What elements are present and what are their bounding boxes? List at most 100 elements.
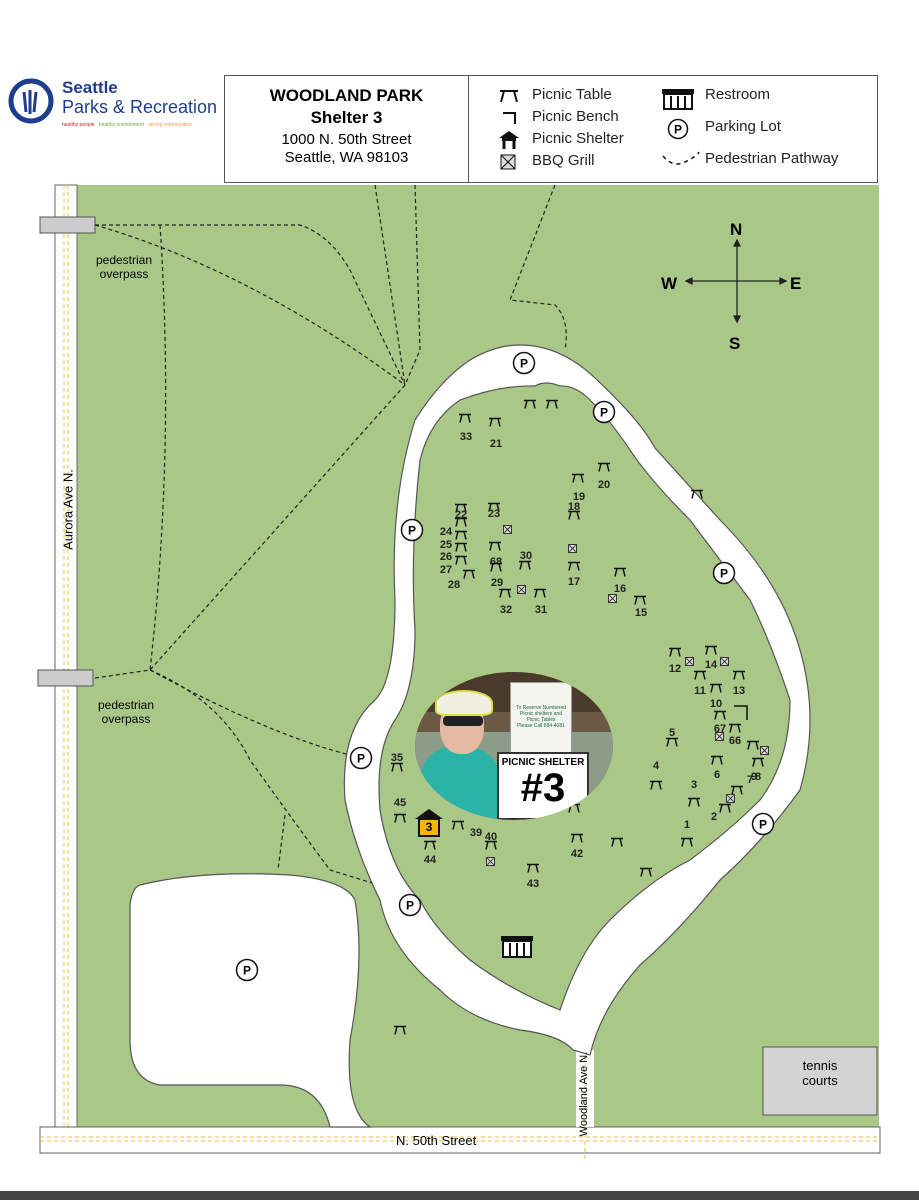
table-number-label: 7 bbox=[746, 774, 754, 786]
seattle-seal-icon bbox=[8, 78, 54, 124]
tagline-1: healthy people bbox=[62, 122, 95, 128]
picnic-table-icon[interactable] bbox=[489, 562, 503, 572]
notice-line-1: To Reserve Numbered bbox=[515, 705, 567, 711]
picnic-table-icon[interactable] bbox=[454, 503, 468, 513]
tennis-courts bbox=[762, 1046, 878, 1116]
picnic-table-icon[interactable] bbox=[633, 595, 647, 605]
overpass-north-label: pedestrian overpass bbox=[94, 253, 154, 281]
picnic-table-icon[interactable] bbox=[526, 863, 540, 873]
photo-notice-sign: To Reserve Numbered Picnic shelters and … bbox=[510, 682, 572, 754]
picnic-table-icon[interactable] bbox=[545, 399, 559, 409]
picnic-table-icon[interactable] bbox=[567, 510, 581, 520]
picnic-table-icon[interactable] bbox=[746, 740, 760, 750]
parking-icon: P bbox=[667, 118, 689, 140]
tennis-label-line-2: courts bbox=[802, 1073, 838, 1088]
table-number-label: 67 bbox=[713, 723, 727, 735]
aurora-ave-road bbox=[54, 184, 78, 1146]
picnic-table-icon[interactable] bbox=[454, 517, 468, 527]
picnic-table-icon[interactable] bbox=[610, 837, 624, 847]
picnic-table-icon[interactable] bbox=[393, 813, 407, 823]
bbq-grill-icon bbox=[568, 544, 577, 553]
picnic-table-icon[interactable] bbox=[668, 647, 682, 657]
notice-line-3: Picnic Tables bbox=[526, 717, 556, 723]
picnic-table-icon[interactable] bbox=[709, 683, 723, 693]
picnic-table-icon[interactable] bbox=[690, 489, 704, 499]
table-number-label: 25 bbox=[439, 539, 453, 551]
compass-e: E bbox=[790, 274, 802, 293]
picnic-table-icon[interactable] bbox=[649, 780, 663, 790]
picnic-table-icon[interactable] bbox=[680, 837, 694, 847]
compass-rose bbox=[684, 238, 788, 324]
legend-picnic-table-label: Picnic Table bbox=[532, 86, 612, 103]
picnic-table-icon[interactable] bbox=[704, 645, 718, 655]
picnic-table-icon[interactable] bbox=[613, 567, 627, 577]
picnic-table-icon[interactable] bbox=[462, 569, 476, 579]
table-number-label: 3 bbox=[690, 779, 698, 791]
svg-text:P: P bbox=[357, 752, 365, 766]
picnic-table-icon[interactable] bbox=[454, 555, 468, 565]
picnic-table-icon[interactable] bbox=[454, 530, 468, 540]
bbq-grill-icon bbox=[685, 657, 694, 666]
parking-marker: P bbox=[398, 893, 422, 917]
picnic-table-icon[interactable] bbox=[728, 723, 742, 733]
logo-line-1: Seattle bbox=[62, 78, 118, 97]
parking-marker: P bbox=[235, 958, 259, 982]
table-number-label: 42 bbox=[570, 848, 584, 860]
picnic-table-icon[interactable] bbox=[571, 473, 585, 483]
picnic-table-icon bbox=[500, 90, 518, 103]
shelter-photo: To Reserve Numbered Picnic shelters and … bbox=[415, 672, 613, 820]
restroom-map-icon bbox=[501, 936, 533, 958]
picnic-bench-icon bbox=[734, 705, 748, 720]
picnic-table-icon[interactable] bbox=[597, 462, 611, 472]
picnic-shelter-icon bbox=[499, 131, 519, 149]
picnic-table-icon[interactable] bbox=[523, 399, 537, 409]
overpass-north bbox=[39, 216, 96, 234]
picnic-table-icon[interactable] bbox=[687, 797, 701, 807]
picnic-table-icon[interactable] bbox=[488, 417, 502, 427]
picnic-table-icon[interactable] bbox=[487, 502, 501, 512]
picnic-table-icon[interactable] bbox=[570, 833, 584, 843]
picnic-table-icon[interactable] bbox=[732, 670, 746, 680]
picnic-table-icon[interactable] bbox=[393, 1025, 407, 1035]
picnic-bench-icon bbox=[503, 112, 516, 124]
tennis-label-line-1: tennis bbox=[802, 1058, 838, 1073]
picnic-table-icon[interactable] bbox=[390, 762, 404, 772]
picnic-table-icon[interactable] bbox=[751, 757, 765, 767]
picnic-table-icon[interactable] bbox=[713, 710, 727, 720]
svg-text:P: P bbox=[720, 567, 728, 581]
picnic-table-icon[interactable] bbox=[710, 755, 724, 765]
picnic-table-icon[interactable] bbox=[718, 803, 732, 813]
picnic-table-icon[interactable] bbox=[454, 542, 468, 552]
table-number-label: 43 bbox=[526, 878, 540, 890]
table-number-label: 17 bbox=[567, 576, 581, 588]
picnic-table-icon[interactable] bbox=[533, 588, 547, 598]
restroom-icon bbox=[662, 89, 694, 110]
svg-text:P: P bbox=[600, 406, 608, 420]
table-number-label: 19 bbox=[572, 491, 586, 503]
photo-person-shirt bbox=[420, 747, 500, 820]
legend-picnic-shelter-label: Picnic Shelter bbox=[532, 130, 624, 147]
table-number-label: 31 bbox=[534, 604, 548, 616]
picnic-table-icon[interactable] bbox=[451, 820, 465, 830]
picnic-table-icon[interactable] bbox=[458, 413, 472, 423]
picnic-table-icon[interactable] bbox=[693, 670, 707, 680]
picnic-table-icon[interactable] bbox=[498, 588, 512, 598]
table-number-label: 40 bbox=[484, 831, 498, 843]
table-number-label: 9 bbox=[750, 771, 758, 783]
table-number-label: 11 bbox=[694, 685, 706, 697]
picnic-table-icon[interactable] bbox=[639, 867, 653, 877]
picnic-table-icon[interactable] bbox=[665, 737, 679, 747]
n50th-road bbox=[39, 1126, 881, 1154]
picnic-table-icon[interactable] bbox=[488, 541, 502, 551]
logo-tagline: healthy people healthy environment stron… bbox=[62, 122, 195, 128]
picnic-table-icon[interactable] bbox=[484, 840, 498, 850]
large-parking-lot bbox=[129, 873, 372, 1128]
loop-road bbox=[343, 344, 811, 1056]
seattle-parks-logo: Seattle Parks & Recreation healthy peopl… bbox=[8, 76, 218, 136]
picnic-table-icon[interactable] bbox=[423, 840, 437, 850]
picnic-table-icon[interactable] bbox=[518, 560, 532, 570]
compass-n: N bbox=[730, 220, 743, 239]
title-block: WOODLAND PARK Shelter 3 1000 N. 50th Str… bbox=[225, 76, 469, 182]
picnic-table-icon[interactable] bbox=[567, 561, 581, 571]
photo-shelter-sign: PICNIC SHELTER #3 bbox=[497, 752, 589, 820]
